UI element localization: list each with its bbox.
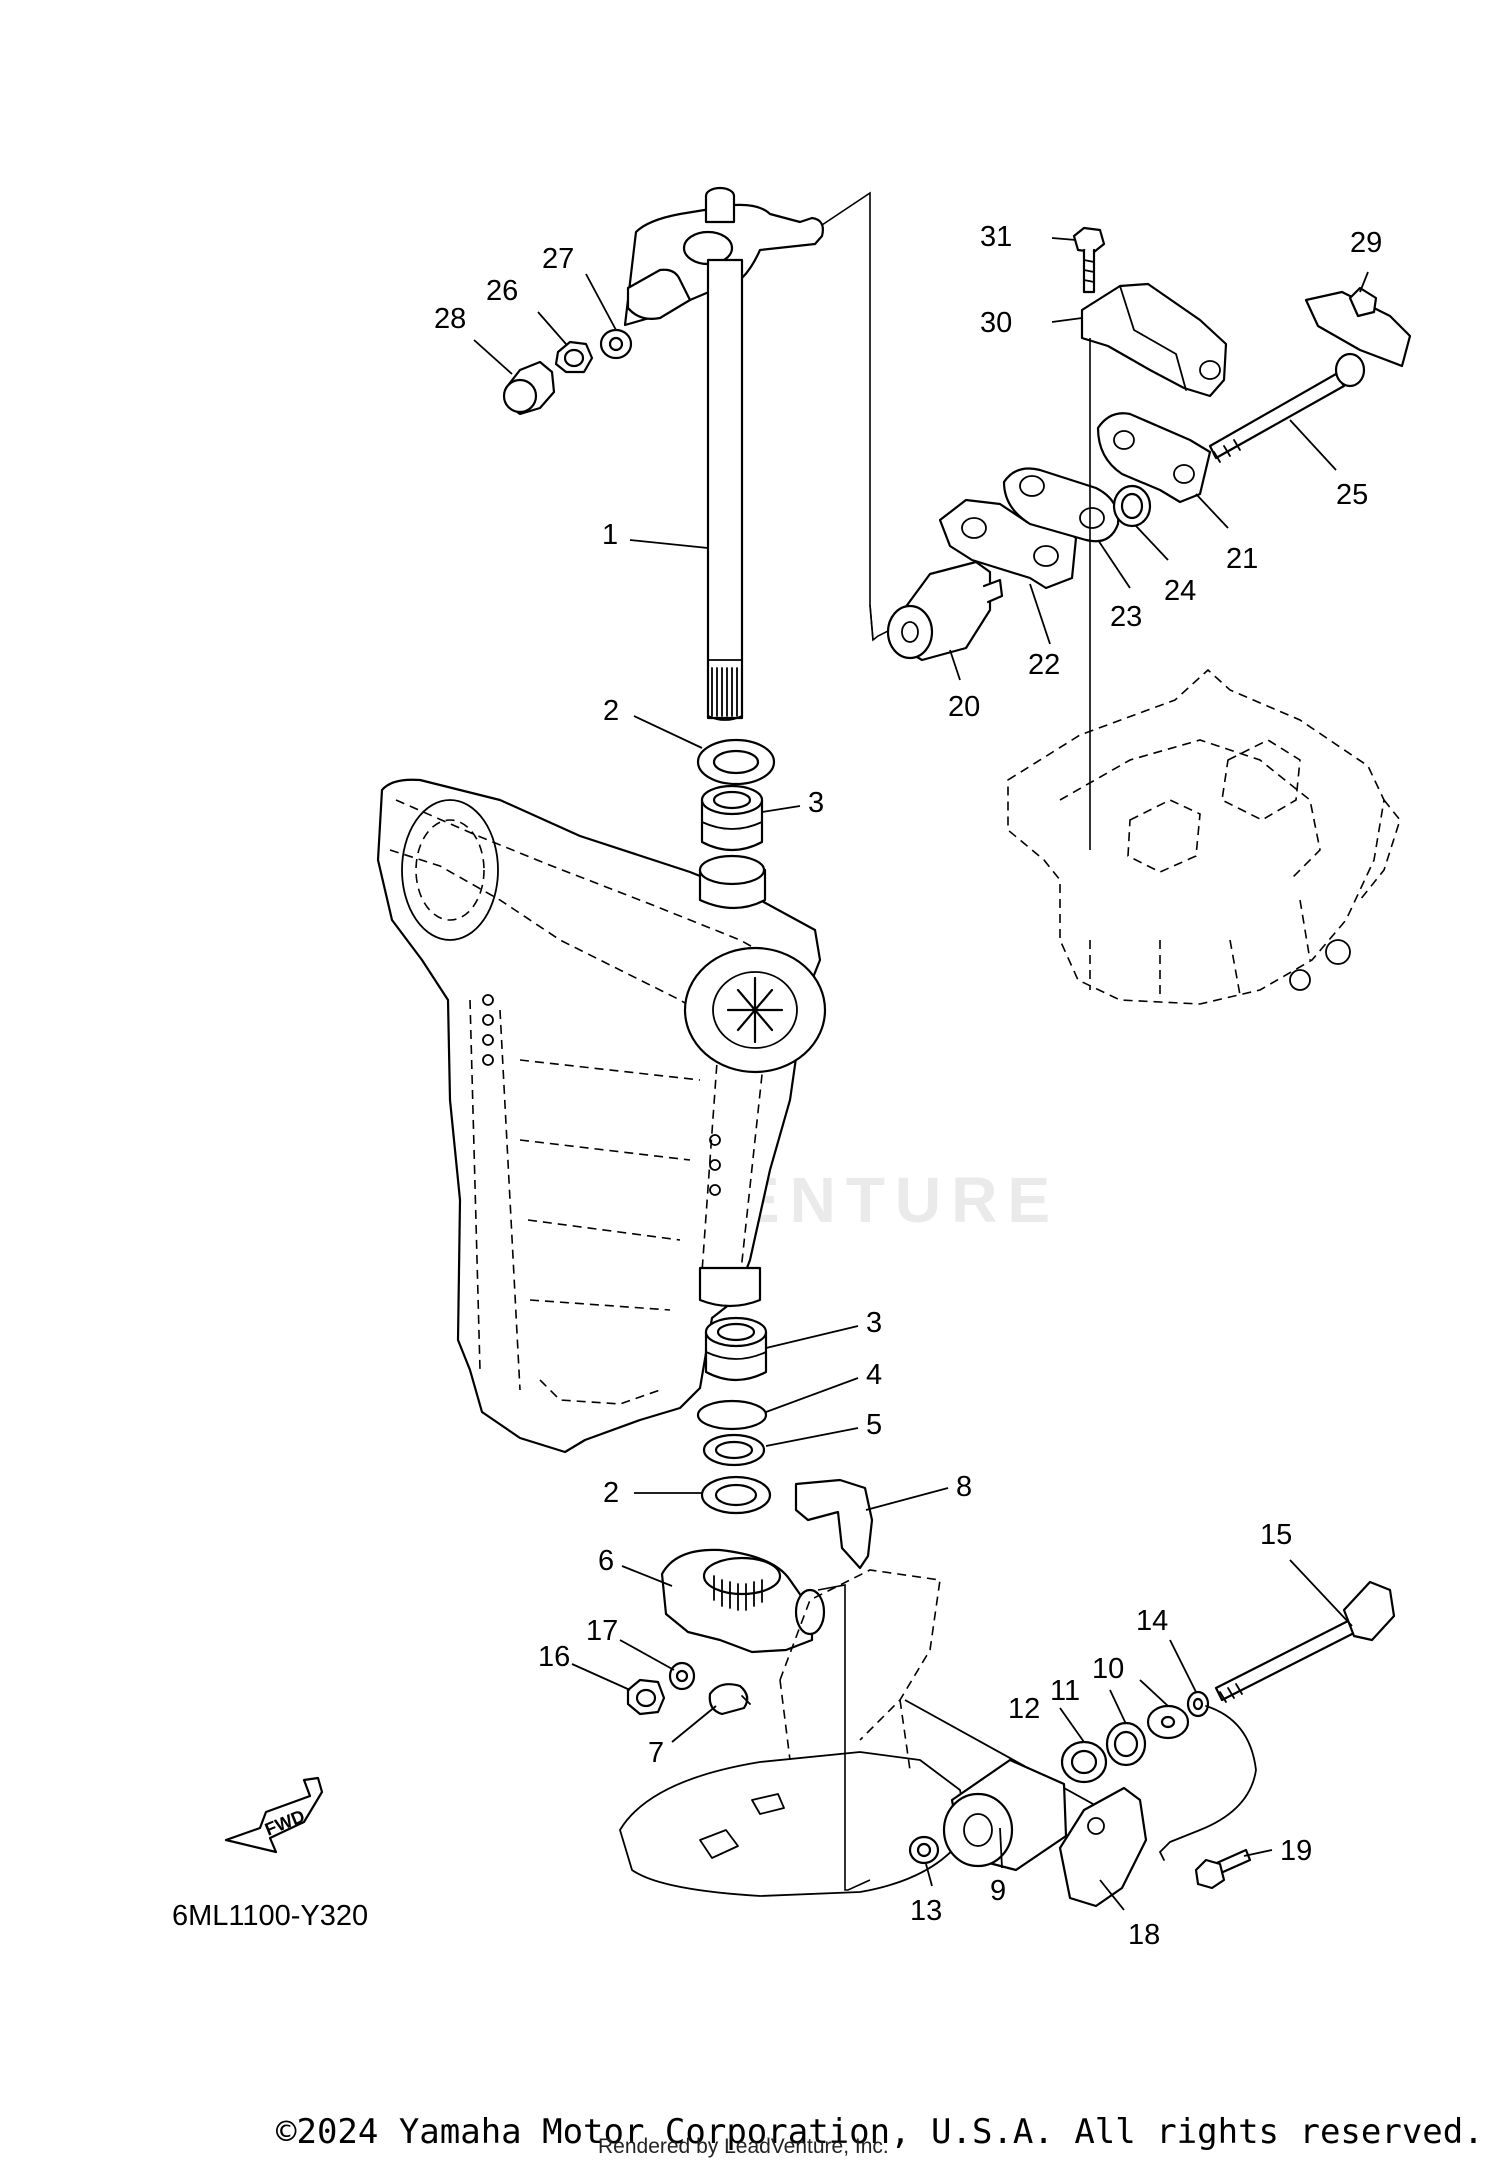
callout-13: 13 [910, 1895, 942, 1927]
part-29-plate [1304, 286, 1412, 368]
callout-1: 1 [602, 519, 618, 551]
callout-17: 17 [586, 1615, 618, 1647]
callout-6: 6 [598, 1545, 614, 1577]
part-6-lower-steering-arm [660, 1548, 826, 1654]
part-15-bolt [1214, 1580, 1396, 1703]
callout-8: 8 [956, 1471, 972, 1503]
callout-2-lower: 2 [603, 1477, 619, 1509]
leader-lines [473, 237, 1369, 1911]
part-11-washer [1105, 1721, 1147, 1767]
part-8-clip [794, 1478, 874, 1570]
part-9-mount-rubber [942, 1758, 1068, 1872]
callout-12: 12 [1008, 1693, 1040, 1725]
callout-7: 7 [648, 1737, 664, 1769]
callout-10: 10 [1092, 1653, 1124, 1685]
part-13-washer [908, 1835, 940, 1865]
steering-shaft-assembly [623, 186, 824, 721]
callout-31: 31 [980, 221, 1012, 253]
part-30-damper [1080, 282, 1228, 398]
callout-3-upper: 3 [808, 787, 824, 819]
callout-labels: 1 2 3 3 4 5 2 6 7 8 9 10 11 12 13 14 15 … [434, 221, 1382, 1951]
callout-27: 27 [542, 243, 574, 275]
part-10-washer [1146, 1704, 1190, 1740]
part-17-washer [668, 1661, 696, 1691]
callout-29: 29 [1350, 227, 1382, 259]
upper-mount-bracket [1007, 668, 1401, 1005]
part-24-washer [1112, 484, 1152, 528]
callout-26: 26 [486, 275, 518, 307]
callout-14: 14 [1136, 1605, 1168, 1637]
callout-30: 30 [980, 307, 1012, 339]
callout-18: 18 [1128, 1919, 1160, 1951]
callout-25: 25 [1336, 479, 1368, 511]
lower-mount-bracket [619, 1569, 969, 1897]
part-4-o-ring [696, 1399, 768, 1431]
callout-19: 19 [1280, 1835, 1312, 1867]
diagram-code: 6ML1100-Y320 [172, 1900, 369, 1932]
part-2-upper-washer [696, 738, 776, 786]
part-26-nut [554, 340, 594, 374]
part-12-washer [1060, 1740, 1108, 1784]
callout-28: 28 [434, 303, 466, 335]
part-20-mount-rubber [886, 560, 1004, 662]
part-3-lower-bushing [704, 1316, 768, 1382]
callout-4: 4 [866, 1359, 882, 1391]
callout-22: 22 [1028, 649, 1060, 681]
part-5-washer [702, 1433, 766, 1467]
callout-5: 5 [866, 1409, 882, 1441]
part-2-lower-washer [700, 1475, 772, 1515]
copyright-notice: ©2024 Yamaha Motor Corporation, U.S.A. A… [276, 2112, 1484, 2152]
part-7-clamp [708, 1683, 751, 1716]
callout-24: 24 [1164, 575, 1196, 607]
part-25-bolt [1208, 352, 1366, 463]
callout-21: 21 [1226, 543, 1258, 575]
callout-20: 20 [948, 691, 980, 723]
part-28-cap [502, 360, 556, 416]
callout-3-lower: 3 [866, 1307, 882, 1339]
callout-11: 11 [1050, 1675, 1080, 1707]
part-18-cap [1058, 1786, 1148, 1908]
callout-15: 15 [1260, 1519, 1292, 1551]
part-27-washer [599, 328, 633, 360]
callout-23: 23 [1110, 601, 1142, 633]
part-19-bolt [1194, 1848, 1252, 1890]
callout-16: 16 [538, 1641, 570, 1673]
part-21-plate [1096, 412, 1212, 504]
rendered-by-credit: Rendered by LeadVenture, Inc. [598, 2135, 889, 2158]
part-3-upper-bushing [700, 784, 764, 852]
wire-lead [1159, 1705, 1257, 1861]
callout-9: 9 [990, 1875, 1006, 1907]
part-31-bolt [1072, 226, 1106, 294]
part-16-nut [626, 1678, 666, 1716]
fwd-direction-arrow: FWD [224, 1776, 324, 1854]
swivel-bracket [376, 778, 827, 1454]
callout-2-upper: 2 [603, 695, 619, 727]
part-14-washer [1186, 1690, 1210, 1718]
